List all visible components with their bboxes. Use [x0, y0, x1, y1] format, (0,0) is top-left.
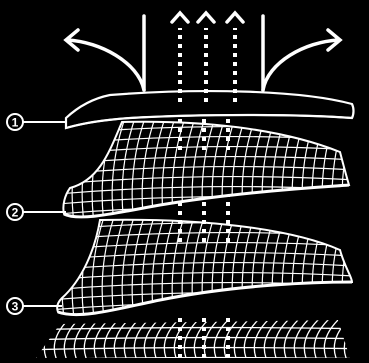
right-curved-arrow [263, 40, 338, 90]
mesh-line [14, 318, 30, 358]
lower-mesh-layer [5, 213, 369, 324]
callout-1: 1 [7, 114, 66, 130]
mesh-line [0, 318, 369, 321]
top-dotted-arrows [172, 13, 243, 102]
callout-3-number: 3 [12, 300, 19, 314]
up-arrowhead-icon [227, 13, 243, 22]
mesh-line [32, 214, 45, 320]
mesh-line [4, 318, 20, 358]
callout-2-number: 2 [12, 206, 19, 220]
mesh-line [42, 118, 55, 225]
mesh-line [344, 318, 360, 358]
mesh-line [54, 318, 70, 358]
mesh-line [34, 318, 50, 358]
mesh-line [44, 318, 60, 358]
base-grid-layer [0, 318, 369, 358]
mesh-line [42, 214, 55, 320]
top-membrane-layer [66, 91, 354, 128]
mesh-line [0, 328, 369, 331]
up-arrowhead-icon [198, 13, 214, 22]
deflected-streams [66, 16, 340, 90]
middle-mesh-layer [15, 117, 369, 228]
mesh-line [5, 313, 369, 324]
callout-2: 2 [7, 204, 66, 220]
callout-3: 3 [7, 298, 62, 314]
left-curved-arrow [68, 40, 144, 90]
mesh-line [24, 318, 40, 358]
callout-1-number: 1 [12, 116, 19, 130]
up-arrowhead-icon [172, 13, 188, 22]
mesh-line [64, 318, 80, 358]
